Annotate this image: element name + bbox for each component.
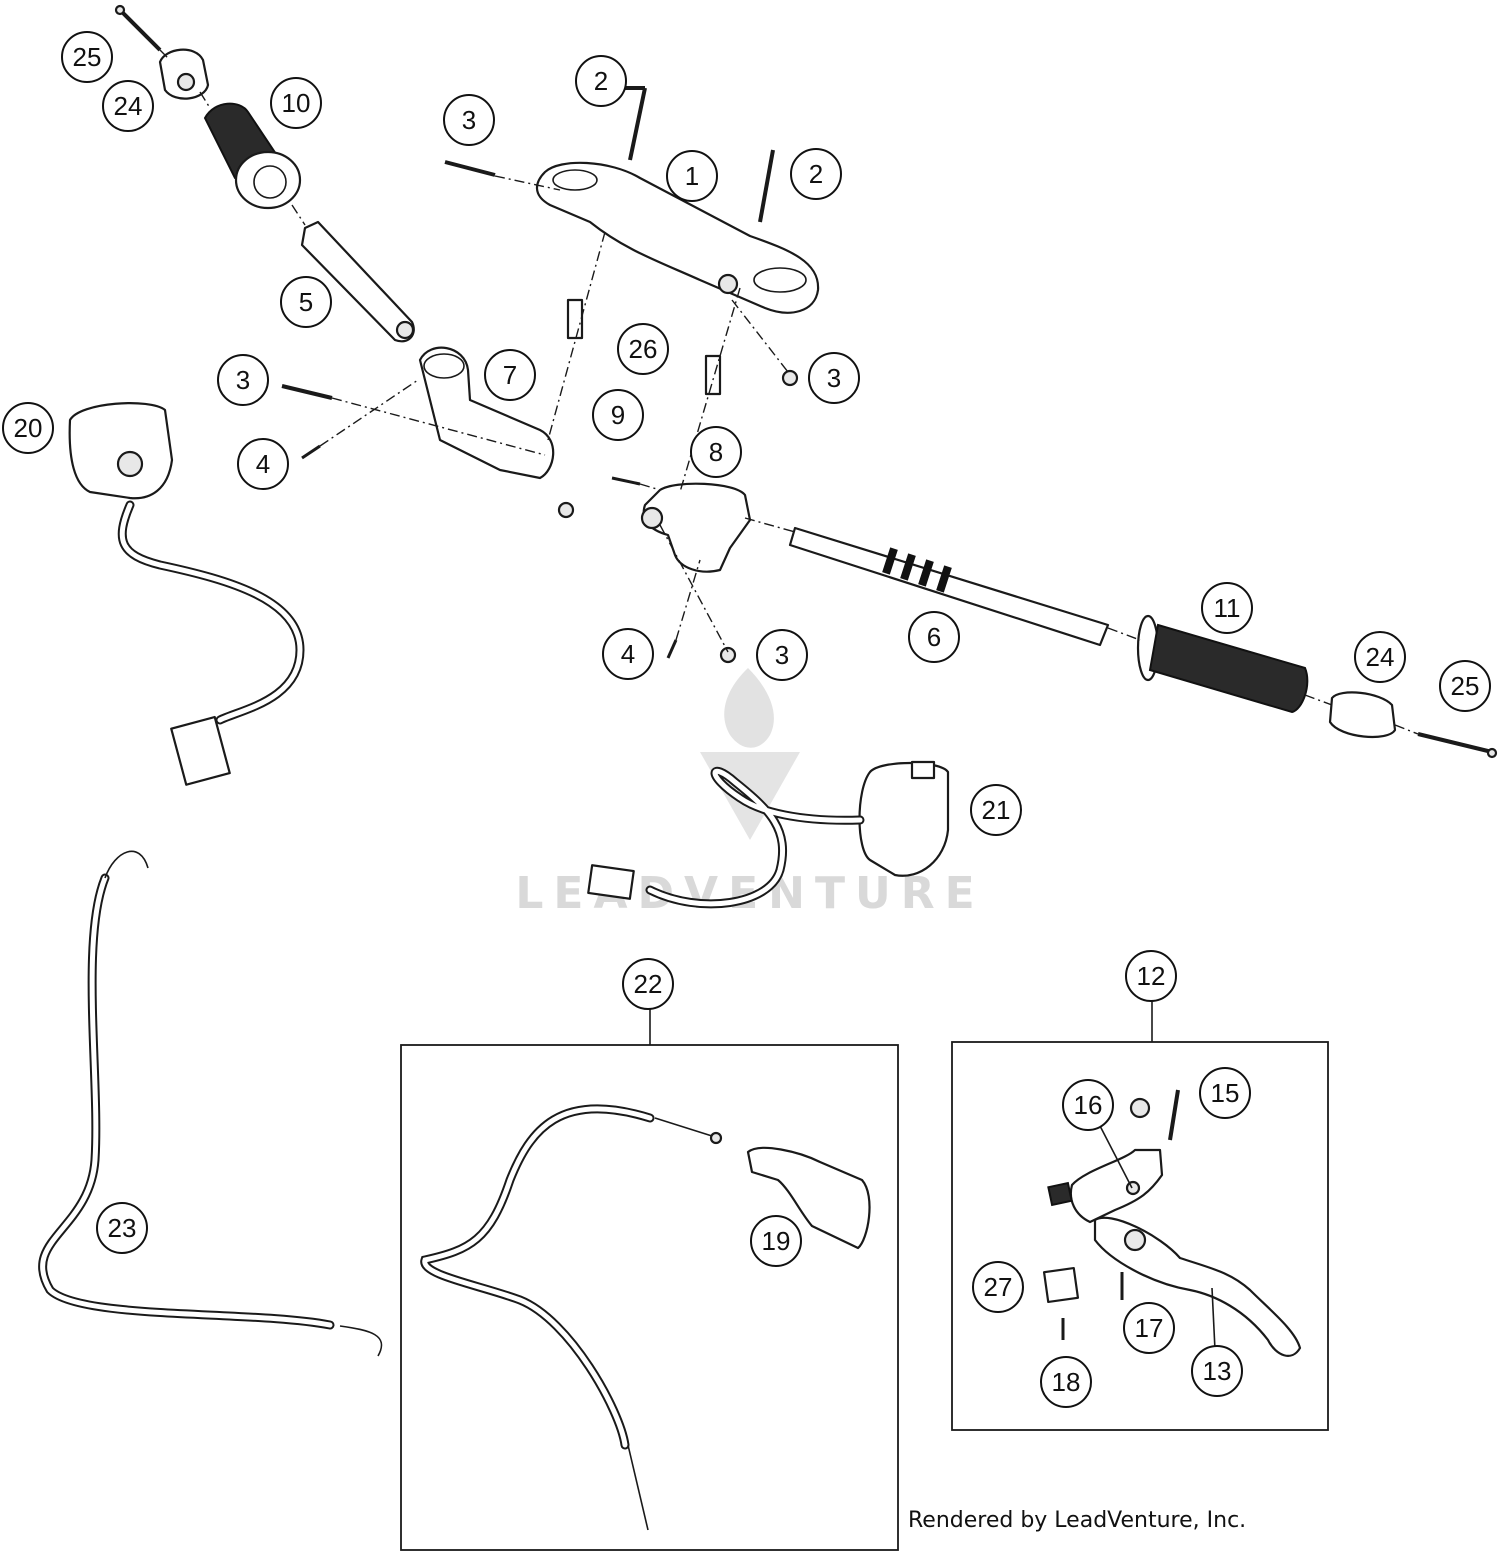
svg-text:3: 3 [827,363,841,393]
svg-text:11: 11 [1214,593,1241,623]
callout-10: 10 [270,77,322,129]
callout-3c: 3 [217,354,269,406]
clutch-switch[interactable] [1042,1266,1124,1340]
svg-text:27: 27 [984,1272,1013,1302]
callout-3: 3 [443,94,495,146]
clutch-lever[interactable] [1093,1216,1302,1357]
left-bar-end-weight[interactable] [158,48,210,100]
svg-text:17: 17 [1135,1313,1164,1343]
svg-text:15: 15 [1211,1078,1240,1108]
guide-lines [159,49,1419,735]
callout-5: 5 [280,276,332,328]
svg-text:2: 2 [594,66,608,96]
callout-9: 9 [592,389,644,441]
callout-18: 18 [1040,1356,1092,1408]
svg-text:3: 3 [236,365,250,395]
callout-7: 7 [484,349,536,401]
upper-triple-clamp[interactable] [535,161,820,314]
callout-22: 22 [622,958,674,1010]
callout-17: 17 [1123,1302,1175,1354]
left-bar-end-bolt[interactable] [114,4,162,52]
callout-24: 24 [102,80,154,132]
throttle-cable-cover[interactable] [746,1146,871,1250]
left-handlebar-tube[interactable] [300,220,415,343]
right-handlebar-clamp[interactable] [640,482,752,573]
svg-text:5: 5 [299,287,313,317]
svg-text:22: 22 [634,969,663,999]
right-switch-assembly[interactable] [587,760,950,909]
svg-text:9: 9 [611,400,625,430]
callout-20: 20 [2,402,54,454]
callout-25: 25 [61,31,113,83]
svg-text:24: 24 [114,91,143,121]
svg-text:19: 19 [762,1226,791,1256]
callout-3b: 3 [808,352,860,404]
svg-text:18: 18 [1052,1367,1081,1397]
svg-text:21: 21 [982,795,1011,825]
svg-text:16: 16 [1074,1090,1103,1120]
svg-text:1: 1 [685,161,699,191]
callout-23: 23 [96,1202,148,1254]
left-handlebar-clamp[interactable] [418,346,555,480]
right-bar-end-bolt[interactable] [1417,732,1498,759]
svg-text:13: 13 [1203,1356,1232,1386]
svg-text:7: 7 [503,360,517,390]
svg-text:25: 25 [73,42,102,72]
svg-text:26: 26 [629,334,658,364]
callout-25b: 25 [1439,660,1491,712]
svg-text:4: 4 [256,449,270,479]
callout-27: 27 [972,1261,1024,1313]
svg-text:6: 6 [927,622,941,652]
callout-21: 21 [970,784,1022,836]
callout-15: 15 [1199,1067,1251,1119]
callout-8: 8 [690,426,742,478]
right-bar-end-weight[interactable] [1328,691,1397,738]
svg-text:10: 10 [282,88,311,118]
svg-text:23: 23 [108,1213,137,1243]
callout-19: 19 [750,1215,802,1267]
callout-4: 4 [237,438,289,490]
callout-4b: 4 [602,628,654,680]
clutch-cable[interactable] [38,850,383,1357]
left-grip[interactable] [203,102,302,210]
svg-text:4: 4 [621,639,635,669]
svg-text:24: 24 [1366,642,1395,672]
left-switch-assembly[interactable] [68,402,305,786]
bolts [281,86,799,664]
right-grip[interactable] [1136,614,1309,714]
throttle-cable[interactable] [420,1104,723,1531]
callout-3d: 3 [756,629,808,681]
callout-6: 6 [908,611,960,663]
callout-11: 11 [1201,582,1253,634]
callout-26: 26 [617,323,669,375]
clutch-master-cylinder-box [951,1041,1329,1431]
callout-2: 2 [575,55,627,107]
callout-12: 12 [1125,950,1177,1002]
right-handlebar-tube[interactable] [788,526,1110,647]
callout-1: 1 [666,150,718,202]
callout-13: 13 [1191,1345,1243,1397]
callout-16: 16 [1062,1079,1114,1131]
svg-text:25: 25 [1451,671,1480,701]
callout-24b: 24 [1354,631,1406,683]
svg-text:2: 2 [809,159,823,189]
svg-text:3: 3 [462,105,476,135]
svg-text:12: 12 [1137,961,1166,991]
svg-text:20: 20 [14,413,43,443]
credit-text: Rendered by LeadVenture, Inc. [908,1508,1247,1533]
svg-text:8: 8 [709,437,723,467]
svg-text:3: 3 [775,640,789,670]
callout-2b: 2 [790,148,842,200]
